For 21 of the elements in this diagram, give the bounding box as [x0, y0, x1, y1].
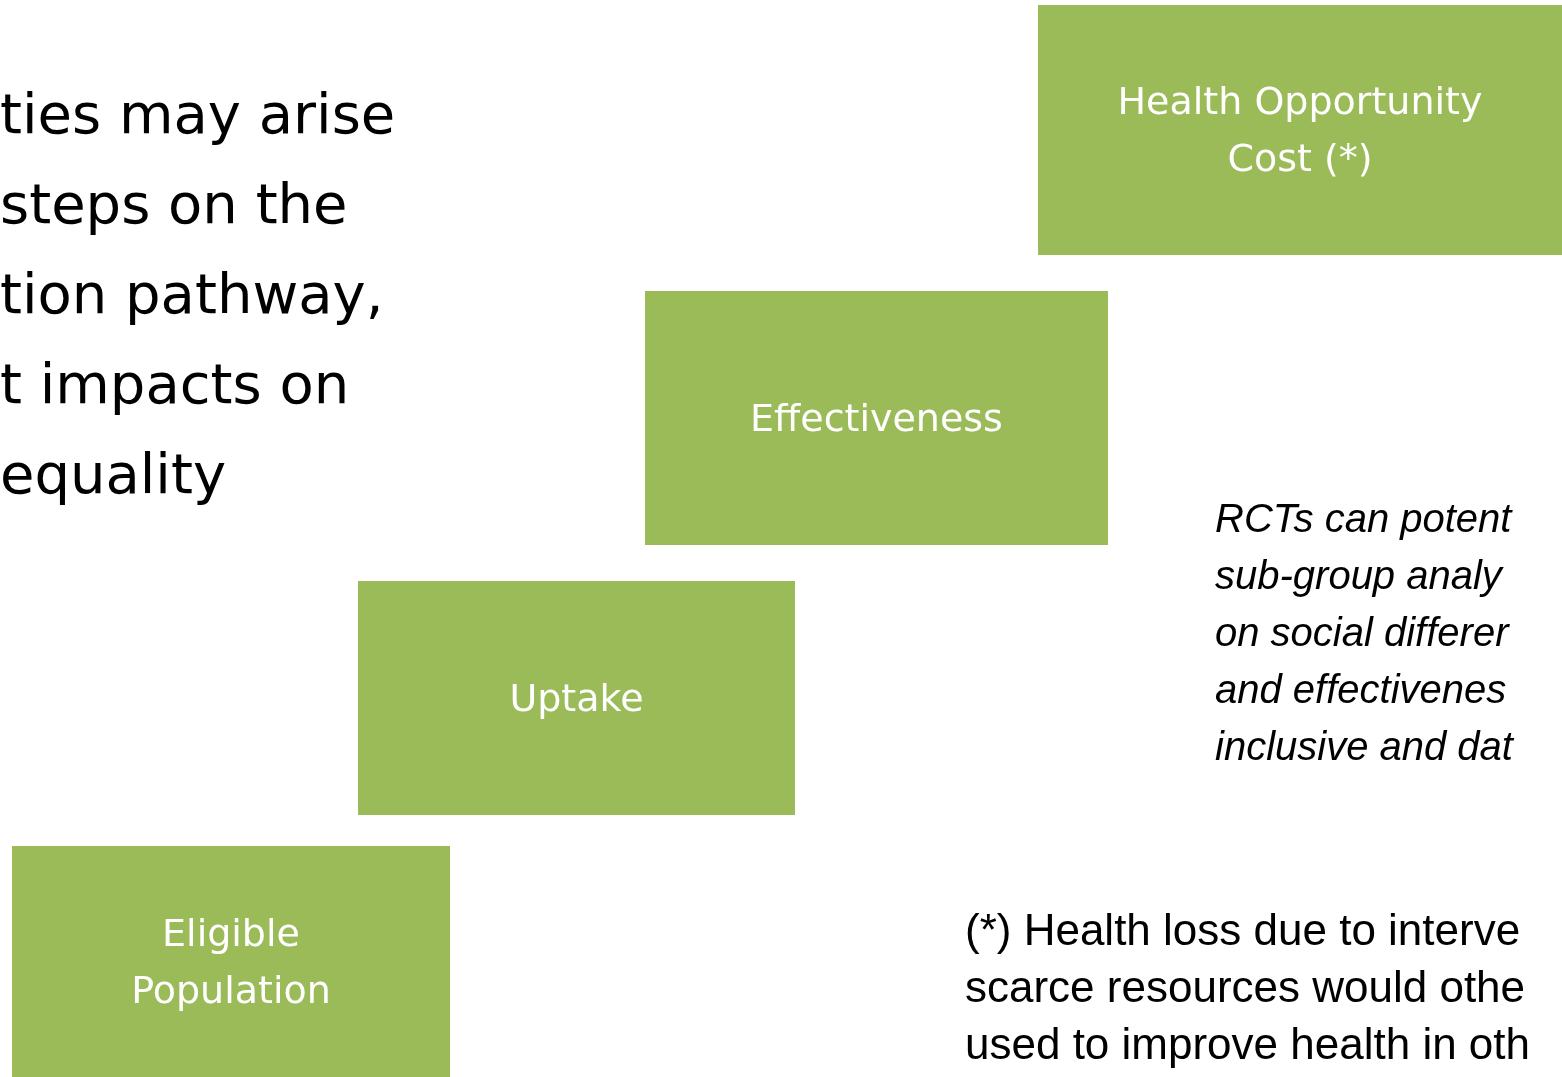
heading-text: steps on the [0, 170, 348, 238]
footnote-text: (*) Health loss due to interve [965, 904, 1521, 956]
box-label: Eligible Population [130, 909, 332, 1014]
footnote-text: used to improve health in oth [965, 1018, 1531, 1070]
heading-text: equality [0, 440, 227, 508]
box-label: Effectiveness [750, 394, 1003, 442]
note-text: on social differer [1215, 609, 1509, 656]
process-box [12, 846, 450, 1077]
note-text: RCTs can potent [1215, 495, 1512, 542]
heading-text: ties may arise [0, 80, 396, 148]
process-box [645, 291, 1108, 545]
box-label: Uptake [509, 674, 644, 722]
process-box [358, 581, 795, 815]
note-text: and effectivenes [1215, 666, 1507, 713]
note-text: sub-group analy [1215, 552, 1502, 599]
note-text: inclusive and dat [1215, 723, 1513, 770]
footnote-text: scarce resources would othe [965, 961, 1526, 1013]
heading-text: tion pathway, [0, 260, 384, 328]
box-label: Health Opportunity Cost (*) [1116, 78, 1484, 182]
heading-text: t impacts on [0, 350, 350, 418]
process-box [1038, 5, 1562, 255]
